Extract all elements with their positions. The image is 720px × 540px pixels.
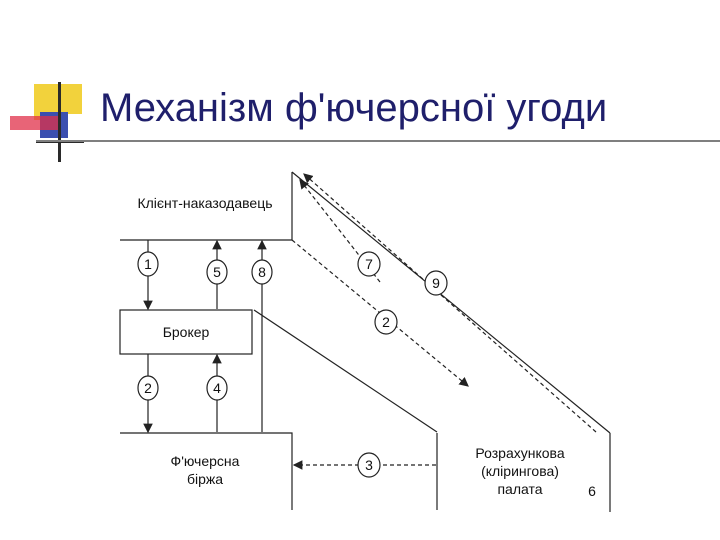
step-circle-8 [251, 259, 273, 285]
step-circle-5 [206, 259, 228, 285]
title-divider [36, 140, 720, 142]
node-exchange-label-1: Ф'ючерсна [171, 453, 240, 469]
clearing-diagonal-left [253, 309, 438, 433]
node-exchange-label-2: біржа [187, 471, 223, 487]
slide-title: Механізм ф'ючерсної угоди [100, 86, 608, 130]
step-label-3: 3 [365, 457, 373, 473]
broker-box [119, 309, 253, 355]
step-circle-7 [357, 251, 381, 277]
node-broker-label: Брокер [163, 324, 210, 340]
node-clearing-label-3: палата [497, 481, 542, 497]
step-label-5: 5 [213, 264, 221, 280]
node-clearing-label-2: (клірингова) [481, 463, 559, 479]
step-circle-2-left [137, 375, 159, 401]
step-label-9: 9 [432, 275, 440, 291]
step-circle-3 [357, 452, 381, 478]
step-label-8: 8 [258, 264, 266, 280]
step-label-7: 7 [365, 256, 373, 272]
step-label-1: 1 [144, 256, 152, 272]
arrow-9 [303, 173, 597, 433]
main-diagonal-edge [291, 171, 611, 434]
step-circle-4 [206, 375, 228, 401]
step-circle-2-diagonal [374, 309, 398, 335]
step-circle-1 [137, 251, 159, 277]
step-label-4: 4 [213, 380, 221, 396]
step-circle-9 [424, 270, 448, 296]
exchange-block-outline [120, 432, 293, 510]
step-label-2-diagonal: 2 [382, 314, 390, 330]
node-client-label: Клієнт-наказодавець [137, 195, 272, 211]
step-label-2-left: 2 [144, 380, 152, 396]
node-clearing-label-1: Розрахункова [475, 445, 564, 461]
step-label-6: 6 [588, 483, 596, 499]
